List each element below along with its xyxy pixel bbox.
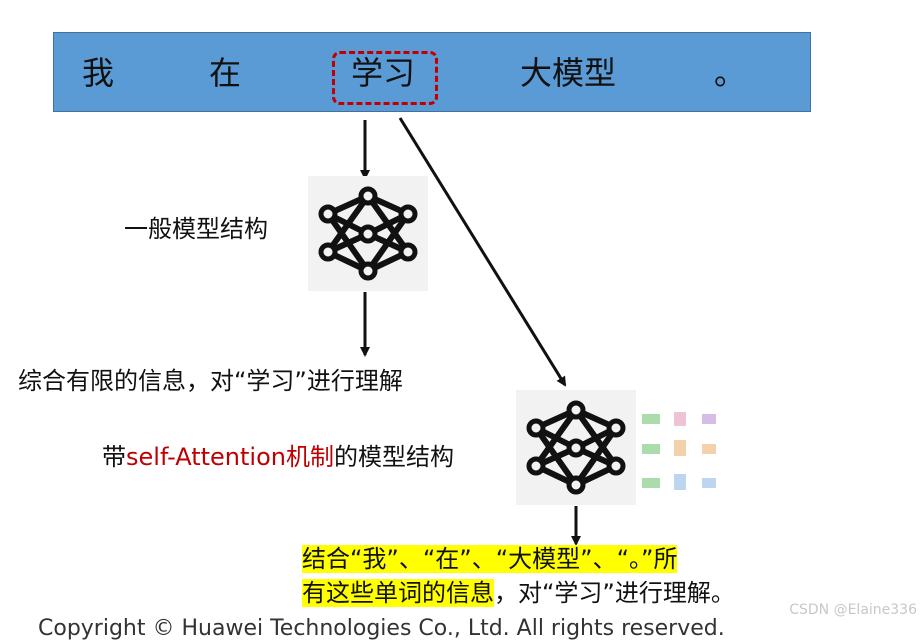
attention-model-label: 带self-Attention机制的模型结构	[102, 442, 454, 472]
general-model-description: 综合有限的信息，对“学习”进行理解	[18, 367, 403, 395]
attention-label-suffix: 的模型结构	[333, 443, 454, 471]
description-line-1: 结合“我”、“在”、“大模型”、“。”所	[302, 542, 735, 576]
attention-label-highlight: self-Attention机制	[126, 443, 334, 471]
token-period: 。	[714, 54, 747, 92]
attention-matrices-icon	[640, 402, 720, 494]
token-damoxing: 大模型	[520, 54, 617, 92]
neural-network-icon	[308, 176, 428, 291]
arrow-to-attention-model	[398, 117, 567, 387]
attention-model-description: 结合“我”、“在”、“大模型”、“。”所 有这些单词的信息，对“学习”进行理解。	[302, 542, 735, 610]
token-wo: 我	[82, 54, 115, 92]
watermark: CSDN @Elaine336	[789, 602, 917, 618]
description-line-2-rest: ，对“学习”进行理解。	[494, 579, 735, 607]
description-line-2-highlight: 有这些单词的信息	[302, 579, 494, 607]
description-line-2: 有这些单词的信息，对“学习”进行理解。	[302, 576, 735, 610]
attention-label-prefix: 带	[102, 443, 126, 471]
neural-network-icon	[516, 390, 636, 505]
token-zai: 在	[209, 54, 242, 92]
highlight-box	[332, 51, 438, 105]
general-model-label: 一般模型结构	[124, 215, 268, 243]
sentence-banner: 我 在 学习 大模型 。	[53, 32, 811, 112]
token-xuexi: 学习	[351, 54, 416, 92]
description-line-1-text: 结合“我”、“在”、“大模型”、“。”所	[302, 545, 678, 573]
